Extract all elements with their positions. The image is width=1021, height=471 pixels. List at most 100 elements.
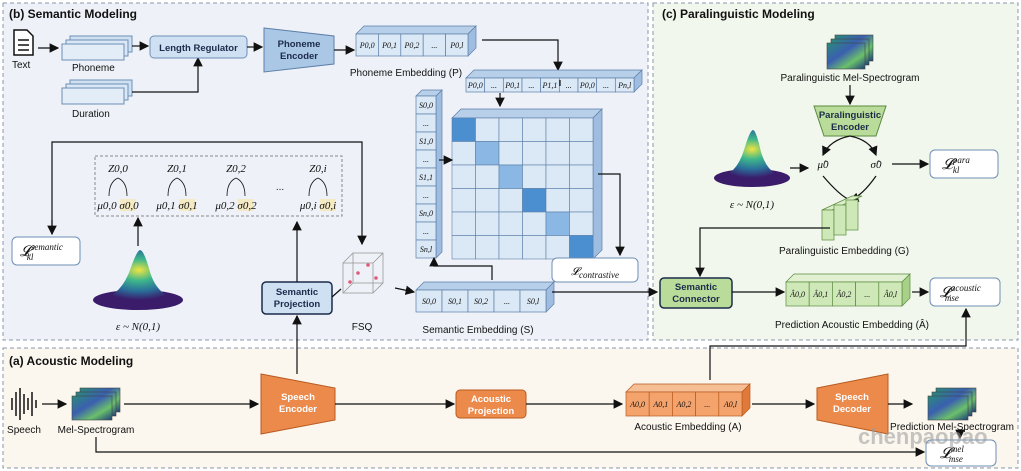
prediction-acoustic-embedding-block: Â0,0 Â0,1 Â0,2... Â0,l (785, 273, 911, 307)
latent-params-label: μ0,2 σ0,2 (214, 200, 257, 212)
latent-params-label: μ0,1 σ0,1 (155, 200, 197, 212)
contrastive-matrix-cell (451, 188, 476, 213)
latent-params-label: μ0,0 σ0,0 (96, 200, 139, 212)
phoneme-row-cell-label: P0,1 (504, 81, 520, 90)
gaussian-prior-semantic (93, 250, 183, 310)
phoneme-encoder-label-1: Phoneme (278, 39, 321, 50)
epsilon-semantic-label: ε ~ N(0,1) (116, 321, 161, 333)
contrastive-matrix-cell (451, 211, 476, 236)
contrastive-matrix-cell (475, 141, 500, 166)
contrastive-matrix-cell (522, 141, 547, 166)
semantic-embedding-cell-label: S0,2 (474, 297, 488, 306)
latent-group (94, 155, 343, 217)
semantic-embedding-cell-label: S0,0 (422, 297, 436, 306)
speech-encoder-label-2: Encoder (279, 404, 317, 415)
sigma-hat-label: σ̂0 (871, 159, 882, 171)
phoneme-row-cell-label: ... (566, 81, 572, 90)
paralinguistic-panel-title: (c) Paralinguistic Modeling (662, 7, 815, 21)
length-regulator-label: Length Regulator (159, 43, 238, 54)
semantic-column-cell-label: Sn,0 (419, 209, 433, 218)
speech-encoder (260, 373, 336, 435)
mel-spectrogram-stack (71, 387, 121, 421)
speech-waveform-icon (11, 388, 37, 420)
semantic-column-cell (415, 239, 437, 259)
semantic-embedding-cell (519, 289, 547, 313)
contrastive-matrix-cell (522, 117, 547, 142)
gaussian-prior-paralinguistic (714, 130, 790, 187)
epsilon-para-label: ε ~ N(0,1) (730, 199, 775, 211)
semantic-embedding-label: Semantic Embedding (S) (422, 325, 533, 336)
semantic-column: S0,0...S1,0...S1,1...Sn,0...Sn,l (415, 89, 443, 259)
latent-sigma-highlight (320, 199, 336, 211)
semantic-embedding-cell-label: S0,l (527, 297, 540, 306)
phoneme-embedding-label: Phoneme Embedding (P) (350, 68, 462, 79)
semantic-column-cell-label: ... (423, 191, 429, 200)
latent-sigma-highlight (120, 199, 136, 211)
prediction-embedding-cell-label: Â0,2 (836, 289, 852, 299)
contrastive-matrix-cell (451, 235, 476, 260)
duration-stack (61, 79, 133, 105)
contrastive-matrix-cell (451, 141, 476, 166)
acoustic-embedding-cell-label: A0,1 (652, 400, 668, 409)
latent-sigma-highlight (238, 199, 254, 211)
contrastive-matrix-cell (475, 188, 500, 213)
semantic-connector-label-2: Connector (672, 294, 720, 305)
contrastive-matrix-cell (475, 235, 500, 260)
paralinguistic-embedding-block (821, 195, 863, 241)
phoneme-row-cell (614, 77, 635, 93)
paralinguistic-mel-spectrogram (826, 34, 874, 70)
prediction-embedding-cell-label: Â0,1 (812, 289, 828, 299)
latent-ellipsis: ... (276, 182, 284, 193)
phoneme-row-cell-label: ... (491, 81, 497, 90)
contrastive-matrix-cell (569, 211, 594, 236)
contrastive-matrix-cell (569, 235, 594, 260)
paralinguistic-encoder-label-2: Encoder (831, 122, 869, 133)
phoneme-row-cell-label: ... (528, 81, 534, 90)
semantic-column-cell-label: S1,0 (419, 137, 433, 146)
acoustic-embedding-cell (718, 391, 743, 417)
phoneme-row-cell-label: P1,1 (542, 81, 558, 90)
phoneme-label: Phoneme (72, 63, 115, 74)
phoneme-embedding-cell-label: P0,0 (359, 41, 375, 50)
text-label: Text (12, 60, 31, 71)
phoneme-embedding-cell-label: P0,l (449, 41, 464, 50)
acoustic-embedding-cell-label: A0,l (723, 400, 738, 409)
semantic-panel-title: (b) Semantic Modeling (9, 7, 137, 21)
contrastive-matrix-cell (522, 235, 547, 260)
contrastive-matrix-cell (522, 211, 547, 236)
phoneme-encoder (263, 27, 335, 73)
kl-para-box (929, 149, 999, 179)
latent-z-label: Z0,i (309, 163, 326, 175)
semantic-connector-box (659, 277, 733, 309)
semantic-embedding-cell-label: S0,1 (448, 297, 462, 306)
semantic-connector-label-1: Semantic (675, 282, 717, 293)
contrastive-matrix-cell (545, 188, 570, 213)
mse-acoustic-box (929, 277, 1001, 307)
contrastive-matrix-cell (545, 141, 570, 166)
phoneme-row: P0,0...P0,1...P1,1...P0,0...Pn,l (465, 69, 643, 93)
watermark: chenpaopao (858, 424, 988, 449)
fsq-label: FSQ (352, 322, 373, 333)
semantic-embedding-cell-label: ... (504, 297, 510, 306)
semantic-column-cell-label: ... (423, 119, 429, 128)
contrastive-matrix-cell (569, 141, 594, 166)
phoneme-row-cell-label: ... (603, 81, 609, 90)
phoneme-embedding-cell-label: ... (431, 41, 437, 50)
prediction-embedding-cell-label: Â0,0 (789, 289, 805, 299)
phoneme-row-cell-label: P0,0 (467, 81, 483, 90)
phoneme-row-cell-label: Pn,l (617, 81, 632, 90)
prediction-embedding-cell-label: Â0,l (883, 289, 898, 299)
prediction-embedding-cell-label: ... (864, 290, 870, 299)
phoneme-encoder-label-2: Encoder (280, 51, 318, 62)
contrastive-matrix-cell (545, 164, 570, 189)
acoustic-panel-title: (a) Acoustic Modeling (9, 354, 133, 368)
semantic-column-cell-label: ... (423, 155, 429, 164)
contrastive-matrix-cell (545, 211, 570, 236)
latent-z-label: Z0,1 (167, 163, 187, 175)
semantic-projection-label-1: Semantic (276, 287, 318, 298)
semantic-column-cell-label: ... (423, 227, 429, 236)
